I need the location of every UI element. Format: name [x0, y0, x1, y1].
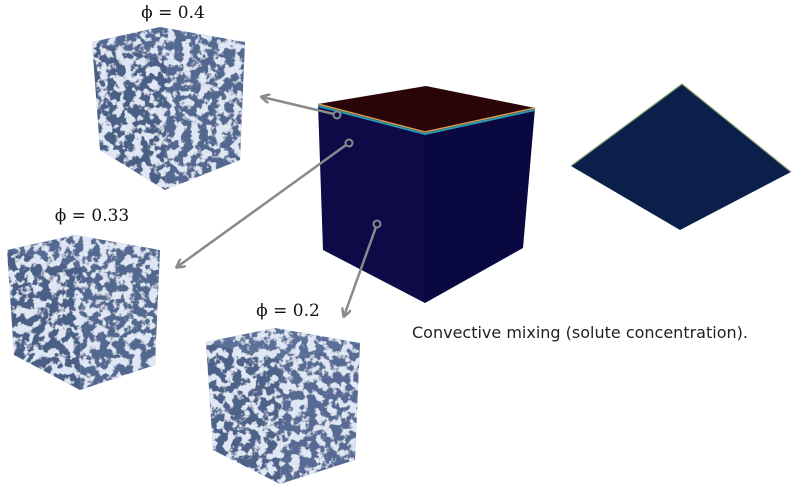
porous-cube-phi-02	[206, 328, 360, 484]
convective-mixing-cube	[317, 86, 536, 303]
label-phi-033: ϕ = 0.33	[55, 206, 130, 226]
arrow-to-phi-02	[344, 219, 382, 317]
arrow-to-phi-033	[177, 138, 354, 268]
cube-left-face	[318, 104, 425, 303]
origin-circle-icon	[344, 138, 354, 148]
porous-cube-phi-04	[92, 27, 245, 190]
cube-right-face	[425, 108, 535, 303]
origin-circle-icon	[332, 110, 342, 120]
label-phi-04: ϕ = 0.4	[141, 3, 205, 23]
concentration-plane	[570, 83, 792, 230]
cube-top-face	[318, 86, 535, 132]
porous-cube-phi-033	[7, 235, 160, 390]
arrow-to-phi-04	[262, 97, 342, 120]
caption: Convective mixing (solute concentration)…	[412, 323, 748, 342]
origin-circle-icon	[372, 219, 382, 229]
label-phi-02: ϕ = 0.2	[256, 301, 320, 321]
